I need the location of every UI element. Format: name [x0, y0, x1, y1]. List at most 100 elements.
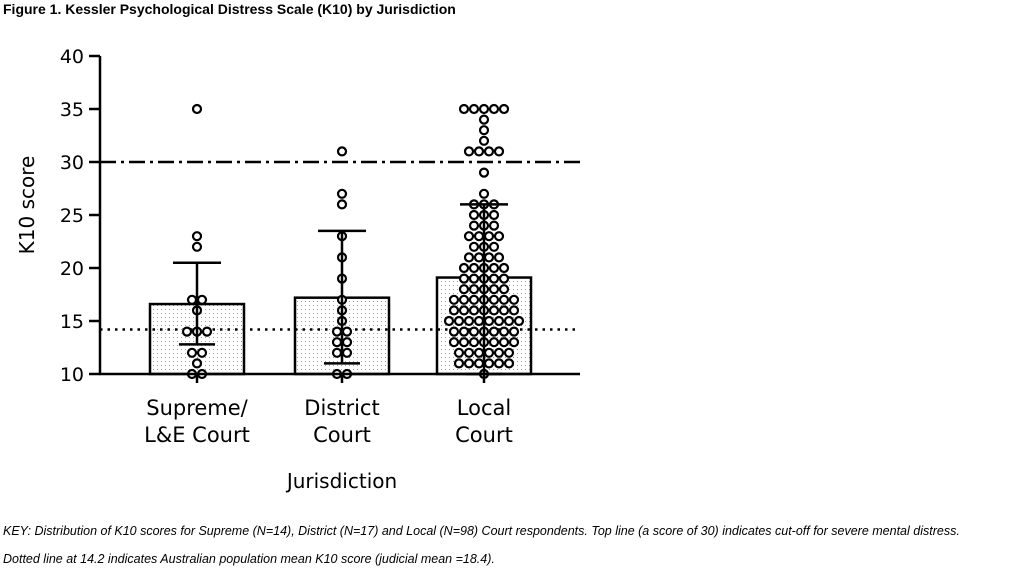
- data-point: [191, 103, 203, 115]
- category-label-2: Court: [455, 423, 513, 447]
- category-label-1: District: [304, 396, 379, 420]
- data-point: [468, 209, 480, 221]
- data-point: [503, 347, 515, 358]
- key-line-1: KEY: Distribution of K10 scores for Supr…: [3, 524, 960, 538]
- data-point: [488, 241, 500, 252]
- data-point: [488, 220, 500, 231]
- data-point: [498, 305, 510, 316]
- data-point: [191, 241, 203, 252]
- data-point: [488, 326, 500, 337]
- data-point: [463, 358, 475, 369]
- data-point: [448, 337, 460, 348]
- data-point: [468, 103, 480, 115]
- data-point: [488, 337, 500, 348]
- data-point: [201, 326, 213, 337]
- data-point: [196, 294, 208, 305]
- data-point: [508, 305, 520, 316]
- data-point: [493, 347, 505, 358]
- data-point: [458, 273, 470, 284]
- data-point: [483, 146, 495, 157]
- data-point: [468, 337, 480, 348]
- data-point: [458, 103, 470, 115]
- data-point: [468, 284, 480, 295]
- data-point: [336, 188, 348, 199]
- data-point: [186, 347, 198, 358]
- data-point: [493, 358, 505, 369]
- data-point: [493, 231, 505, 242]
- data-point: [493, 146, 505, 157]
- data-point: [478, 114, 490, 125]
- data-point: [488, 305, 500, 316]
- data-point: [473, 358, 485, 369]
- data-point: [488, 103, 500, 115]
- data-point: [458, 262, 470, 274]
- data-point: [478, 125, 490, 136]
- data-point: [483, 358, 495, 369]
- data-point: [483, 252, 495, 263]
- data-point: [508, 326, 520, 337]
- data-point: [503, 358, 515, 369]
- data-point: [331, 337, 343, 348]
- data-point: [498, 326, 510, 337]
- data-point: [498, 273, 510, 284]
- data-point: [508, 294, 520, 305]
- data-point: [468, 326, 480, 337]
- figure-title: Figure 1. Kessler Psychological Distress…: [3, 1, 456, 17]
- category-label-0: L&E Court: [144, 423, 250, 447]
- data-point: [473, 146, 485, 157]
- data-point: [191, 358, 203, 369]
- data-point: [181, 326, 193, 337]
- key-line-2: Dotted line at 14.2 indicates Australian…: [3, 552, 495, 566]
- data-point: [331, 347, 343, 358]
- data-point: [458, 294, 470, 305]
- data-point: [488, 294, 500, 305]
- data-point: [478, 103, 490, 115]
- data-point: [488, 262, 500, 274]
- data-point: [336, 146, 348, 157]
- data-point: [458, 305, 470, 316]
- data-point: [448, 294, 460, 305]
- data-point: [341, 326, 353, 337]
- data-point: [463, 315, 475, 327]
- data-point: [468, 294, 480, 305]
- data-point: [508, 337, 520, 348]
- y-tick-label-40: 40: [60, 46, 84, 68]
- data-point: [448, 326, 460, 337]
- data-point: [498, 337, 510, 348]
- data-point: [468, 262, 480, 274]
- data-point: [493, 252, 505, 263]
- category-label-2: Local: [457, 396, 511, 420]
- data-point: [483, 231, 495, 242]
- data-point: [448, 305, 460, 316]
- data-point: [468, 241, 480, 252]
- data-point: [453, 358, 465, 369]
- data-point: [473, 252, 485, 263]
- data-point: [463, 231, 475, 242]
- data-point: [463, 146, 475, 157]
- x-axis-title: Jurisdiction: [285, 469, 397, 493]
- category-label-0: Supreme/: [146, 396, 248, 420]
- data-point: [463, 252, 475, 263]
- data-point: [478, 135, 490, 146]
- data-point: [498, 294, 510, 305]
- data-point: [336, 199, 348, 210]
- y-tick-label-30: 30: [60, 152, 84, 174]
- data-point: [463, 347, 475, 358]
- y-tick-label-35: 35: [60, 99, 84, 121]
- data-point: [458, 326, 470, 337]
- data-point: [503, 315, 515, 327]
- data-point: [478, 188, 490, 199]
- data-point: [473, 347, 485, 358]
- category-label-1: Court: [313, 423, 371, 447]
- data-point: [488, 284, 500, 295]
- data-point: [458, 284, 470, 295]
- data-point: [488, 273, 500, 284]
- data-point: [498, 103, 510, 115]
- data-point: [473, 315, 485, 327]
- data-point: [186, 294, 198, 305]
- data-point: [468, 273, 480, 284]
- data-point: [191, 231, 203, 242]
- data-point: [331, 326, 343, 337]
- data-point: [483, 315, 495, 327]
